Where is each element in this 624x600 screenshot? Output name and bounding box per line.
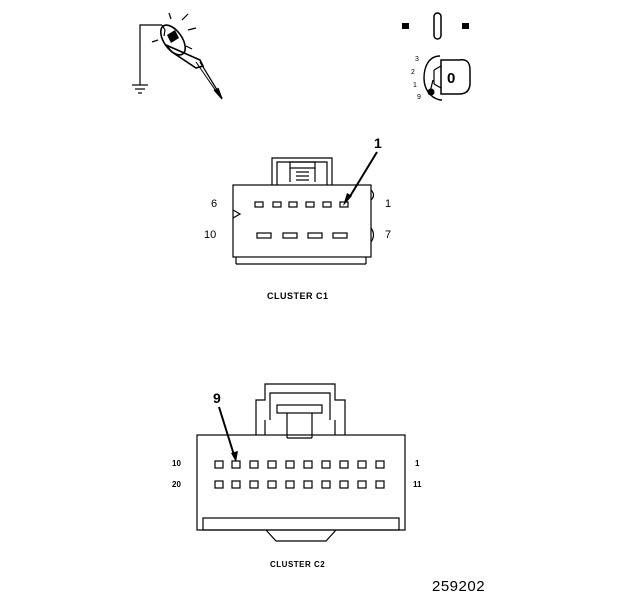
- ignition-position-3: 3: [415, 56, 419, 63]
- c1-pin-label-6: 6: [211, 198, 218, 210]
- ground-symbol-icon: [132, 84, 148, 94]
- c1-caption: CLUSTER C1: [267, 291, 329, 301]
- c1-pin-label-1: 1: [385, 198, 392, 210]
- ignition-switch-icon: [402, 12, 469, 101]
- c1-callout-number: 1: [374, 135, 382, 151]
- c2-pin-label-20: 20: [172, 480, 181, 489]
- c2-callout-arrow: [218, 406, 238, 462]
- c2-pins-row-2: [214, 480, 385, 489]
- c2-pin-label-11: 11: [413, 480, 422, 489]
- ignition-key-icon: [433, 58, 471, 95]
- connector-c2: [196, 383, 406, 542]
- c1-pin-label-10: 10: [204, 229, 217, 241]
- c2-callout-number: 9: [213, 390, 221, 406]
- c1-pins-row-2: [256, 232, 348, 239]
- c2-pin-label-1: 1: [415, 459, 420, 468]
- c1-pin-label-7: 7: [385, 229, 392, 241]
- c2-pin-label-10: 10: [172, 459, 181, 468]
- test-probe-icon: [132, 12, 223, 100]
- ignition-key-label: 0: [447, 70, 456, 87]
- c1-pins-row-1: [254, 201, 349, 208]
- ignition-position-9: 9: [417, 94, 421, 101]
- ignition-position-1: 1: [413, 82, 417, 89]
- connector-c1: [232, 151, 378, 265]
- ignition-position-2: 2: [411, 69, 415, 76]
- c1-callout-arrow: [343, 151, 378, 206]
- c2-caption: CLUSTER C2: [270, 560, 326, 569]
- c2-pins-row-1: [214, 460, 385, 469]
- figure-id: 259202: [432, 578, 486, 595]
